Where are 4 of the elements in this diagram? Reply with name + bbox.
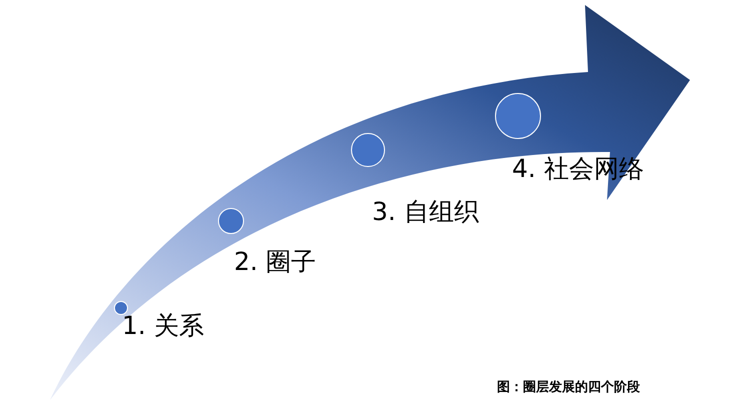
stage-label: 1. 关系 xyxy=(122,312,204,340)
caption: 图：圈层发展的四个阶段 xyxy=(497,379,640,396)
stage-label: 2. 圈子 xyxy=(234,248,316,276)
stage-label: 3. 自组织 xyxy=(372,198,479,226)
